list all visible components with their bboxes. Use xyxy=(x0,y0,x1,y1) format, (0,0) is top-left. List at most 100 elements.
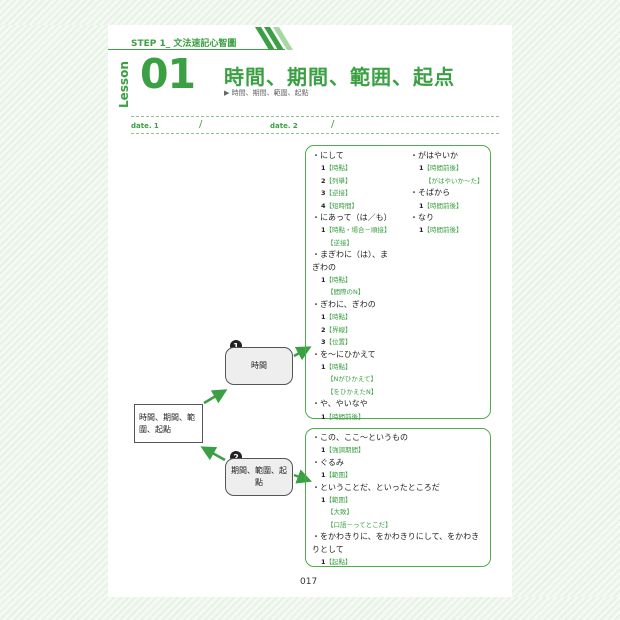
root-node: 時間、期間、範圍、起點 xyxy=(134,404,203,443)
grammar-item: がはやいか xyxy=(410,150,484,162)
background-stripe-right xyxy=(512,25,620,597)
node2-label: 期間、範圍、起點 xyxy=(231,466,287,487)
grammar-item: をかわきりに、をかわきりにして、をかわきりとして xyxy=(312,531,482,556)
box1-left-column: にして1【時點】2【列舉】3【逆接】4【短時間】にあって（は／も）1【時點・場合… xyxy=(312,150,392,423)
usage-number: 1 xyxy=(419,201,424,210)
usage-label: 【範圍】 xyxy=(325,496,352,505)
usage-number: 1 xyxy=(321,362,326,371)
header-slash-decoration xyxy=(255,27,293,50)
usage-line: 1【時點】 xyxy=(312,311,392,323)
usage-line: 3【位置】 xyxy=(312,336,392,348)
usage-label: 【逆接】 xyxy=(325,189,352,198)
grammar-item: この、ここ～というもの xyxy=(312,432,482,444)
usage-pattern: 【間際のN】 xyxy=(327,288,365,297)
usage-label: 【時點・場合－順接】 xyxy=(325,226,391,235)
date2-slash: / xyxy=(331,119,335,130)
grammar-box-period xyxy=(305,428,491,567)
node2-period-range-start: 期間、範圍、起點 xyxy=(225,458,293,496)
page-title: 時間、期間、範囲、起点 xyxy=(224,65,455,89)
usage-label: 【位置】 xyxy=(325,338,352,347)
arrow-node2-to-box2 xyxy=(293,469,313,484)
usage-line: 3【逆接】 xyxy=(312,187,392,199)
usage-number: 1 xyxy=(321,471,326,480)
usage-line: 2【列舉】 xyxy=(312,175,392,187)
usage-line: 1【時點】 xyxy=(312,361,392,373)
usage-label: 【時點】 xyxy=(325,362,352,371)
usage-pattern: 【逆接】 xyxy=(327,238,353,247)
usage-pattern: 【口語－ってとこだ】 xyxy=(327,520,392,529)
usage-pattern: 【がはやいか～た】 xyxy=(425,176,484,185)
usage-label: 【時點】 xyxy=(325,313,352,322)
usage-line: 1【範圍】 xyxy=(312,494,482,506)
grammar-item: にして xyxy=(312,150,392,162)
usage-line: 4【短時間】 xyxy=(312,200,392,212)
background-stripe-top xyxy=(0,0,620,25)
usage-line: 1【時間前後】 xyxy=(410,162,484,174)
usage-number: 1 xyxy=(419,226,424,235)
grammar-item: そばから xyxy=(410,187,484,199)
arrow-node2-to-root xyxy=(200,446,226,462)
usage-label: 【範圍】 xyxy=(325,471,352,480)
grammar-item: や、やいなや xyxy=(312,398,392,410)
usage-label: 【時間前後】 xyxy=(423,164,463,173)
grammar-item: にあって（は／も） xyxy=(312,212,392,224)
usage-number: 1 xyxy=(321,412,326,421)
date-top-divider xyxy=(131,116,499,117)
usage-label: 【時點】 xyxy=(325,164,352,173)
usage-line: 1【時點】 xyxy=(312,162,392,174)
usage-line: 1【起點】 xyxy=(312,556,482,568)
usage-line: 1【時間前後】 xyxy=(410,200,484,212)
usage-line: 1【時點・場合－順接】 xyxy=(312,224,392,236)
step-underline xyxy=(108,49,285,50)
usage-pattern: 【大致】 xyxy=(327,508,353,517)
usage-number: 1 xyxy=(321,558,326,567)
usage-number: 2 xyxy=(321,325,326,334)
usage-number: 1 xyxy=(321,446,326,455)
usage-number: 1 xyxy=(321,313,326,322)
usage-number: 1 xyxy=(321,226,326,235)
node1-label: 時間 xyxy=(251,361,267,371)
grammar-item: ぎわに、ぎわの xyxy=(312,299,392,311)
usage-number: 1 xyxy=(419,164,424,173)
background-stripe-left xyxy=(0,25,108,597)
date1-label: date. 1 xyxy=(131,122,159,130)
usage-line: 1【時間前後】 xyxy=(312,411,392,423)
usage-label: 【起點】 xyxy=(325,558,352,567)
grammar-item: ぐるみ xyxy=(312,457,482,469)
usage-label: 【短時間】 xyxy=(325,201,359,210)
box1-right-column: がはやいか1【時間前後】【がはやいか～た】そばから1【時間前後】なり1【時間前後… xyxy=(410,150,484,237)
grammar-box-time xyxy=(305,145,491,419)
grammar-item: を～にひかえて xyxy=(312,349,392,361)
usage-number: 2 xyxy=(321,176,326,185)
usage-label: 【列舉】 xyxy=(325,176,352,185)
usage-pattern: 【Nがひかえて】 xyxy=(327,375,378,384)
usage-label: 【界線】 xyxy=(325,325,352,334)
usage-line: 1【範圍】 xyxy=(312,469,482,481)
usage-label: 【時間前後】 xyxy=(423,226,463,235)
arrow-root-to-node1 xyxy=(203,389,228,405)
arrow-node1-to-box1 xyxy=(293,346,312,361)
usage-line: 1【時點】 xyxy=(312,274,392,286)
usage-number: 1 xyxy=(321,276,326,285)
step-label: STEP 1_ 文法速記心智圖 xyxy=(131,39,237,49)
grammar-item: まぎわに（は）、まぎわの xyxy=(312,249,392,274)
date1-slash: / xyxy=(199,119,203,130)
box2-column: この、ここ～というもの1【強調期間】ぐるみ1【範圍】ということだ、といったところ… xyxy=(312,432,482,568)
usage-line: 1【時間前後】 xyxy=(410,224,484,236)
grammar-item: なり xyxy=(410,212,484,224)
usage-line: 1【強調期間】 xyxy=(312,444,482,456)
usage-label: 【強調期間】 xyxy=(325,446,365,455)
usage-number: 1 xyxy=(321,164,326,173)
page xyxy=(108,25,512,597)
grammar-item: ということだ、といったところだ xyxy=(312,482,482,494)
date2-label: date. 2 xyxy=(270,122,298,130)
usage-line: 2【界線】 xyxy=(312,324,392,336)
usage-number: 1 xyxy=(321,496,326,505)
page-subtitle: ▶ 時間、期間、範圍、起點 xyxy=(224,89,309,97)
usage-number: 3 xyxy=(321,189,326,198)
lesson-number: 01 xyxy=(140,50,196,98)
usage-number: 4 xyxy=(321,201,326,210)
node1-time: 時間 xyxy=(225,347,293,385)
root-node-label: 時間、期間、範圍、起點 xyxy=(139,412,195,434)
